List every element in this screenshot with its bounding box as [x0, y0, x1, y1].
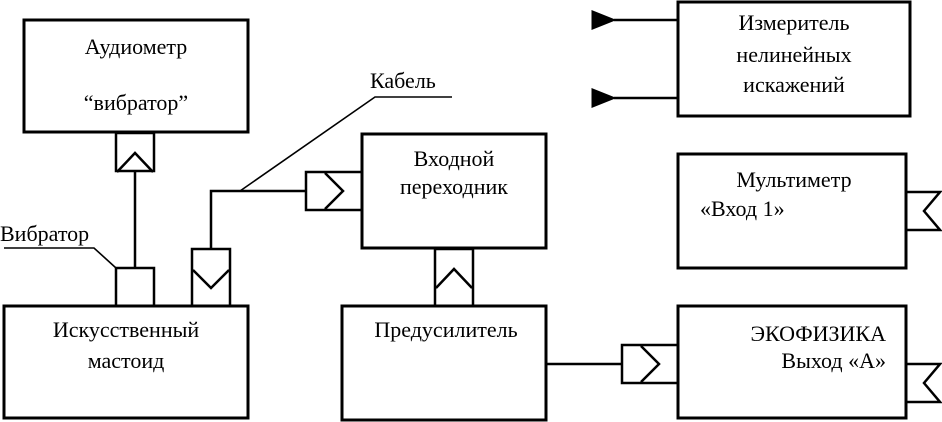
mastoid-connector: [190, 247, 232, 308]
multimeter-label-1: Мультиметр: [736, 167, 851, 192]
input-adapter-label-2: переходник: [400, 174, 508, 199]
ecophysics-output-connector: [906, 362, 942, 404]
adapter-preamp-connector: [433, 247, 475, 308]
distortion-meter-label-3: искажений: [743, 72, 845, 97]
audiometer-label-2: “вибратор”: [84, 90, 188, 115]
distortion-meter-label-2: нелинейных: [736, 42, 851, 67]
multimeter-block: Мультиметр «Вход 1»: [676, 152, 908, 270]
audiometer-label-1: Аудиометр: [85, 34, 188, 59]
audiometer-connector: [114, 131, 156, 173]
cable-wire: [209, 189, 306, 249]
ecophysics-label-1: ЭКОФИЗИКА: [750, 321, 886, 346]
mastoid-label-2: мастоид: [88, 348, 165, 373]
audiometer-block: Аудиометр “вибратор”: [22, 18, 250, 134]
ecophysics-label-2: Выход «А»: [781, 348, 886, 373]
multimeter-label-2: «Вход 1»: [700, 196, 785, 221]
input-adapter-connector: [304, 170, 364, 212]
ecophysics-input-connector: [620, 343, 680, 385]
ecophysics-block: ЭКОФИЗИКА Выход «А»: [676, 304, 908, 420]
cable-callout: Кабель: [239, 68, 452, 192]
input-adapter-block: Входной переходник: [360, 132, 548, 250]
multimeter-input-connector: [906, 190, 942, 232]
artificial-mastoid-block: Искусственный мастоид: [2, 304, 250, 420]
distortion-meter-block: Измеритель нелинейных искажений: [676, 0, 912, 118]
preamplifier-block: Предусилитель: [340, 304, 548, 422]
cable-callout-label: Кабель: [370, 68, 436, 93]
input-adapter-label-1: Входной: [414, 146, 495, 171]
vibrator-callout-label: Вибратор: [0, 221, 89, 246]
preamplifier-label: Предусилитель: [374, 317, 517, 342]
vibrator-block: [114, 266, 156, 308]
mastoid-label-1: Искусственный: [53, 317, 200, 342]
distortion-meter-label-1: Измеритель: [738, 10, 849, 35]
vibrator-callout: Вибратор: [0, 221, 117, 269]
